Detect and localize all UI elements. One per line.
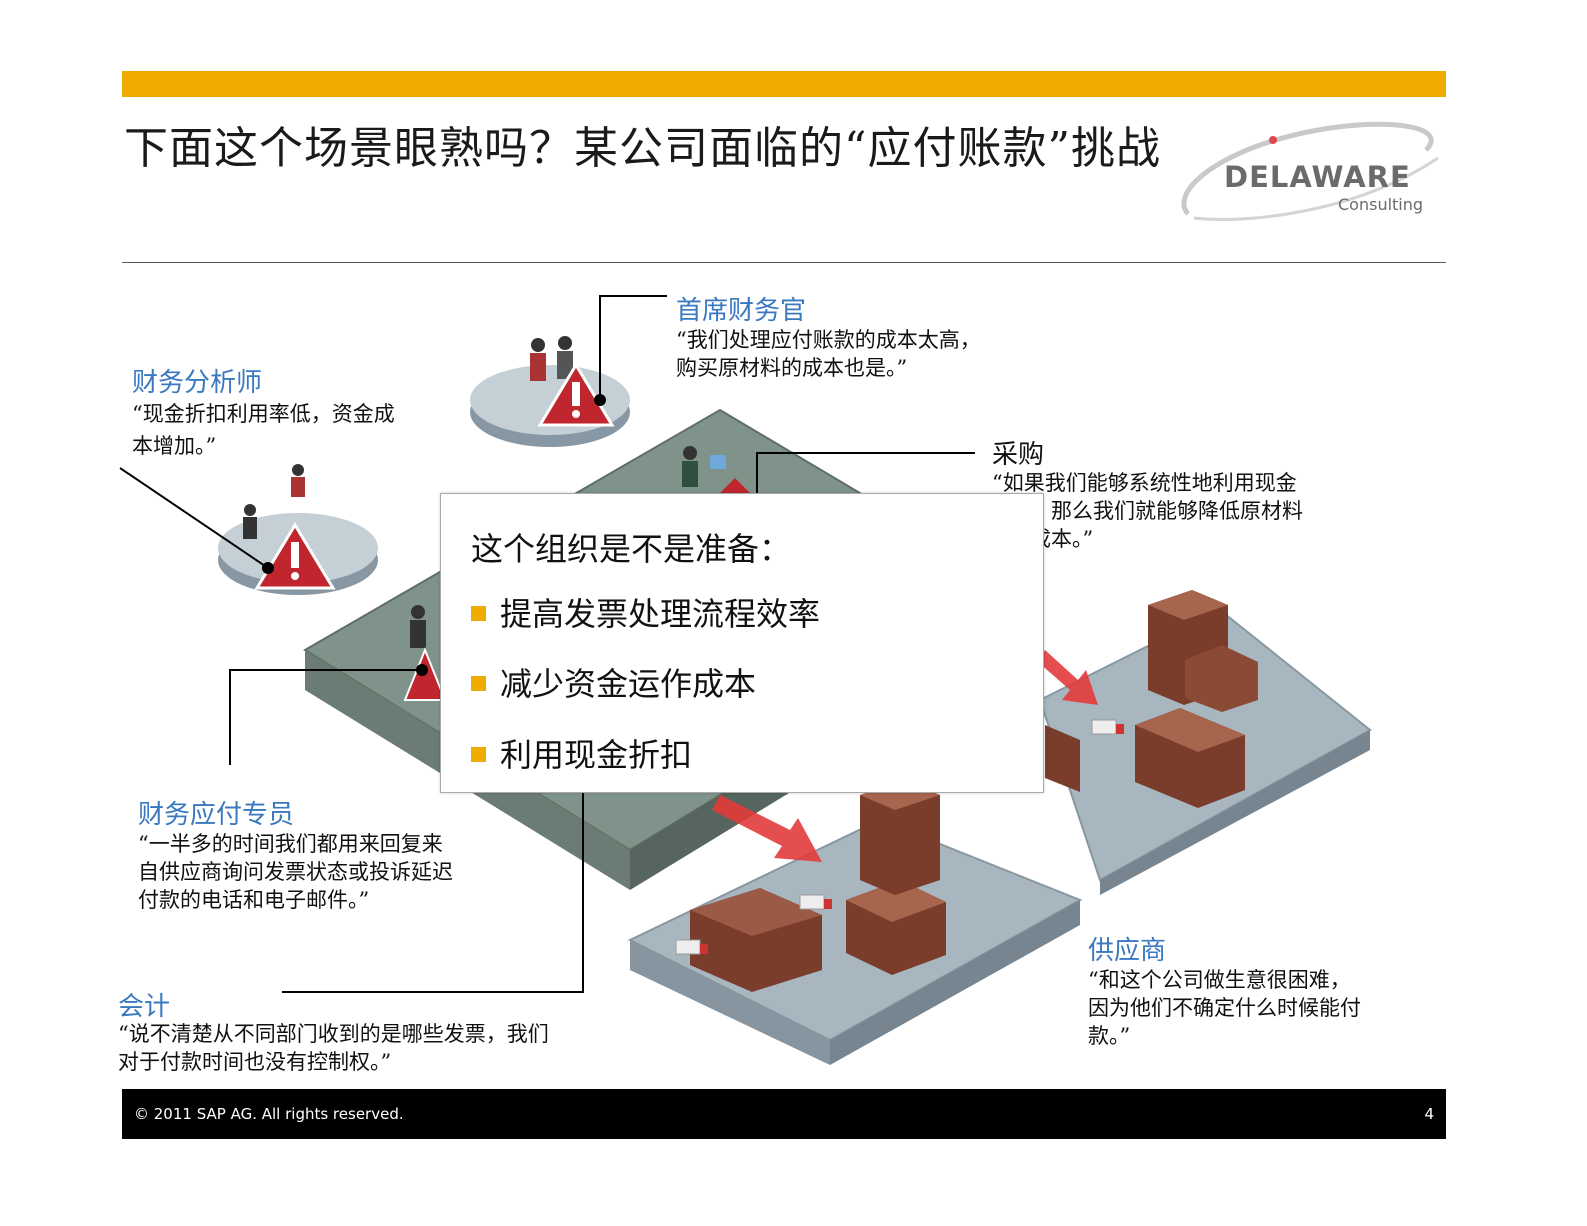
quote-line: 款。” bbox=[1088, 1024, 1131, 1048]
quote-analyst: “现金折扣利用率低，资金成 本增加。” bbox=[132, 400, 395, 460]
quote-line: “和这个公司做生意很困难， bbox=[1088, 968, 1351, 992]
quote-line: 本增加。” bbox=[132, 434, 217, 458]
role-title-analyst: 财务分析师 bbox=[132, 368, 263, 398]
bullet-text: 提高发票处理流程效率 bbox=[500, 595, 821, 633]
quote-procurement: “如果我们能够系统性地利用现金 ，那么我们就能够降低原材料 成本。” bbox=[992, 469, 1303, 553]
building-icon bbox=[690, 888, 822, 992]
connector-lines bbox=[119, 295, 975, 993]
delaware-logo-swoosh-icon bbox=[1181, 121, 1439, 221]
quote-line: 因为他们不确定什么时候能付 bbox=[1088, 996, 1361, 1020]
quote-line: 自供应商询问发票状态或投诉延迟 bbox=[138, 860, 453, 884]
quote-line: ，那么我们就能够降低原材料 bbox=[1030, 499, 1303, 523]
building-icon bbox=[846, 880, 946, 975]
quote-line: 对于付款时间也没有控制权。” bbox=[118, 1050, 392, 1074]
quote-supplier: “和这个公司做生意很困难， 因为他们不确定什么时候能付 款。” bbox=[1088, 966, 1361, 1050]
square-bullet-icon bbox=[471, 606, 486, 621]
footer-bar: © 2011 SAP AG. All rights reserved. 4 bbox=[122, 1089, 1446, 1139]
role-title-cfo: 首席财务官 bbox=[676, 296, 807, 326]
building-icon bbox=[1135, 708, 1245, 808]
warning-icon bbox=[718, 478, 752, 495]
quote-accounting: “说不清楚从不同部门收到的是哪些发票，我们 对于付款时间也没有控制权。” bbox=[118, 1020, 549, 1076]
bullet-text: 利用现金折扣 bbox=[500, 736, 693, 774]
callout-bullet: 利用现金折扣 bbox=[471, 730, 692, 776]
role-title-procurement: 采购 bbox=[992, 440, 1045, 470]
readiness-callout-box: 这个组织是不是准备： 提高发票处理流程效率 减少资金运作成本 利用现金折扣 bbox=[440, 493, 1044, 793]
quote-line: “如果我们能够系统性地利用现金 bbox=[992, 471, 1297, 495]
callout-bullet: 减少资金运作成本 bbox=[471, 659, 756, 705]
quote-line: 付款的电话和电子邮件。” bbox=[138, 888, 370, 912]
building-icon bbox=[1148, 590, 1258, 712]
page-number: 4 bbox=[1424, 1105, 1434, 1123]
quote-line: “说不清楚从不同部门收到的是哪些发票，我们 bbox=[118, 1022, 549, 1046]
callout-title: 这个组织是不是准备： bbox=[471, 530, 792, 568]
logo-subtitle: Consulting bbox=[1338, 195, 1424, 214]
quote-ap-specialist: “一半多的时间我们都用来回复来 自供应商询问发票状态或投诉延迟 付款的电话和电子… bbox=[138, 830, 453, 914]
building-icon bbox=[1045, 725, 1080, 792]
connector-dots bbox=[262, 394, 606, 676]
square-bullet-icon bbox=[471, 747, 486, 762]
quote-line: “现金折扣利用率低，资金成 bbox=[132, 402, 395, 426]
people-figures bbox=[243, 336, 726, 648]
warning-icon bbox=[537, 362, 615, 427]
role-title-supplier: 供应商 bbox=[1088, 936, 1167, 966]
red-arrow-icon bbox=[712, 650, 1098, 862]
slide-title: 下面这个场景眼熟吗？某公司面临的“应付账款”挑战 bbox=[124, 123, 1161, 174]
role-title-ap-specialist: 财务应付专员 bbox=[138, 800, 295, 830]
building-icon bbox=[860, 780, 940, 895]
warning-icon bbox=[254, 522, 336, 590]
role-title-accounting: 会计 bbox=[118, 992, 171, 1022]
quote-cfo: “我们处理应付账款的成本太高， 购买原材料的成本也是。” bbox=[676, 326, 981, 382]
quote-line: “一半多的时间我们都用来回复来 bbox=[138, 832, 443, 856]
quote-line: 购买原材料的成本也是。” bbox=[676, 356, 908, 380]
quote-line: “我们处理应付账款的成本太高， bbox=[676, 328, 981, 352]
callout-bullet: 提高发票处理流程效率 bbox=[471, 589, 820, 635]
truck-icon bbox=[675, 719, 1124, 955]
title-divider bbox=[122, 262, 1446, 263]
copyright-text: © 2011 SAP AG. All rights reserved. bbox=[134, 1105, 404, 1123]
top-accent-bar bbox=[122, 71, 1446, 97]
square-bullet-icon bbox=[471, 676, 486, 691]
bullet-text: 减少资金运作成本 bbox=[500, 665, 757, 703]
logo-wordmark: DELAWARE bbox=[1224, 160, 1411, 194]
